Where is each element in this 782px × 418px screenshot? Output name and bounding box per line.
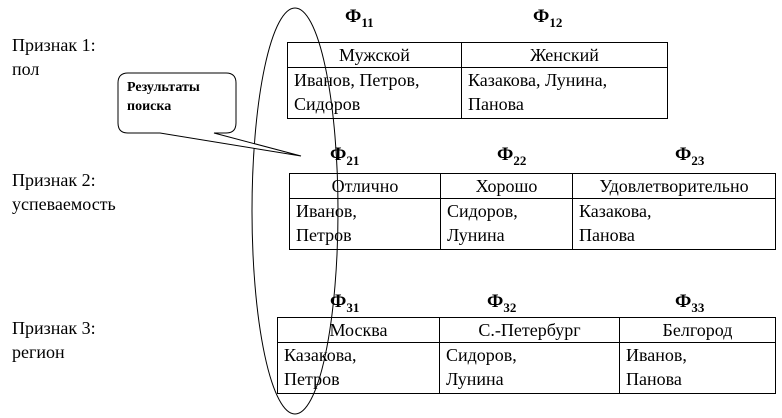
table-cell: Казакова, Лунина, Панова [461,67,668,119]
feature-1-label: Признак 1: пол [12,33,96,81]
table-row: Казакова, Петров Сидоров, Лунина Иванов,… [277,342,776,394]
table-cell: Казакова, Панова [572,198,776,250]
phi-22: Ф22 [497,144,527,168]
cell-line: Панова [626,369,682,389]
callout-line-1: Результаты [127,80,200,95]
cell-line: Казакова, [579,201,652,221]
phi-11: Ф11 [345,6,374,30]
cell-line: Петров [284,369,340,389]
gender-table: Мужской Женский Иванов, Петров, Сидоров … [287,42,668,119]
header-cell: Москва [277,317,440,343]
feature-1-title: Признак 1: [12,35,96,55]
cell-line: Казакова, Лунина, [468,70,608,90]
feature-2-label: Признак 2: успеваемость [12,168,116,216]
cell-line: Панова [468,94,524,114]
table-header-row: Москва С.-Петербург Белгород [277,317,776,343]
cell-line: Иванов, [296,201,357,221]
feature-3-label: Признак 3: регион [12,316,96,364]
header-cell: Женский [461,42,668,68]
table-cell: Сидоров, Лунина [439,342,620,394]
performance-table: Отлично Хорошо Удовлетворительно Иванов,… [289,173,776,250]
cell-line: Лунина [446,369,504,389]
table-row: Иванов, Петров Сидоров, Лунина Казакова,… [289,198,776,250]
cell-line: Сидоров [294,94,361,114]
feature-3-title: Признак 3: [12,318,96,338]
feature-2-title: Признак 2: [12,170,96,190]
cell-line: Иванов, [626,345,687,365]
phi-23: Ф23 [675,144,705,168]
selection-ellipse [251,7,339,415]
phi-32: Ф32 [487,291,517,315]
header-cell: Белгород [619,317,776,343]
header-cell: Мужской [287,42,462,68]
table-row: Иванов, Петров, Сидоров Казакова, Лунина… [287,67,668,119]
feature-3-name: регион [12,342,65,362]
header-cell: Хорошо [440,173,573,199]
table-cell: Сидоров, Лунина [440,198,573,250]
phi-12: Ф12 [533,6,563,30]
cell-line: Сидоров, [447,201,518,221]
feature-1-name: пол [12,59,40,79]
cell-line: Сидоров, [446,345,517,365]
cell-line: Панова [579,225,635,245]
table-cell: Иванов, Петров, Сидоров [287,67,462,119]
phi-33: Ф33 [675,291,705,315]
table-header-row: Мужской Женский [287,42,668,68]
phi-21: Ф21 [330,144,360,168]
table-cell: Иванов, Панова [619,342,776,394]
cell-line: Лунина [447,225,505,245]
region-table: Москва С.-Петербург Белгород Казакова, П… [277,317,776,394]
callout-bubble [117,72,302,157]
cell-line: Иванов, Петров, [294,70,420,90]
callout-line-2: поиска [127,99,172,114]
feature-2-name: успеваемость [12,194,116,214]
callout-text: Результаты поиска [127,78,200,116]
cell-line: Казакова, [284,345,357,365]
